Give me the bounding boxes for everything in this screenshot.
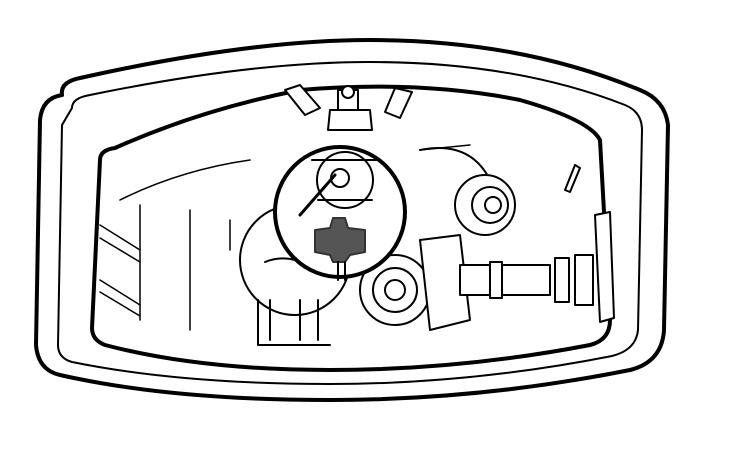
adjustment-knob [314, 217, 366, 263]
tank-inner-rim [57, 61, 643, 385]
float-arm [264, 257, 296, 263]
valve-shaft [337, 261, 346, 281]
flush-lever-assembly [419, 211, 615, 331]
lift-rod [564, 164, 581, 193]
fill-valve-top-bracket [284, 84, 413, 131]
valve-base-stand [257, 299, 331, 346]
flush-valve [359, 254, 431, 326]
fill-valve-head [298, 151, 379, 217]
overflow-coil [454, 174, 516, 236]
